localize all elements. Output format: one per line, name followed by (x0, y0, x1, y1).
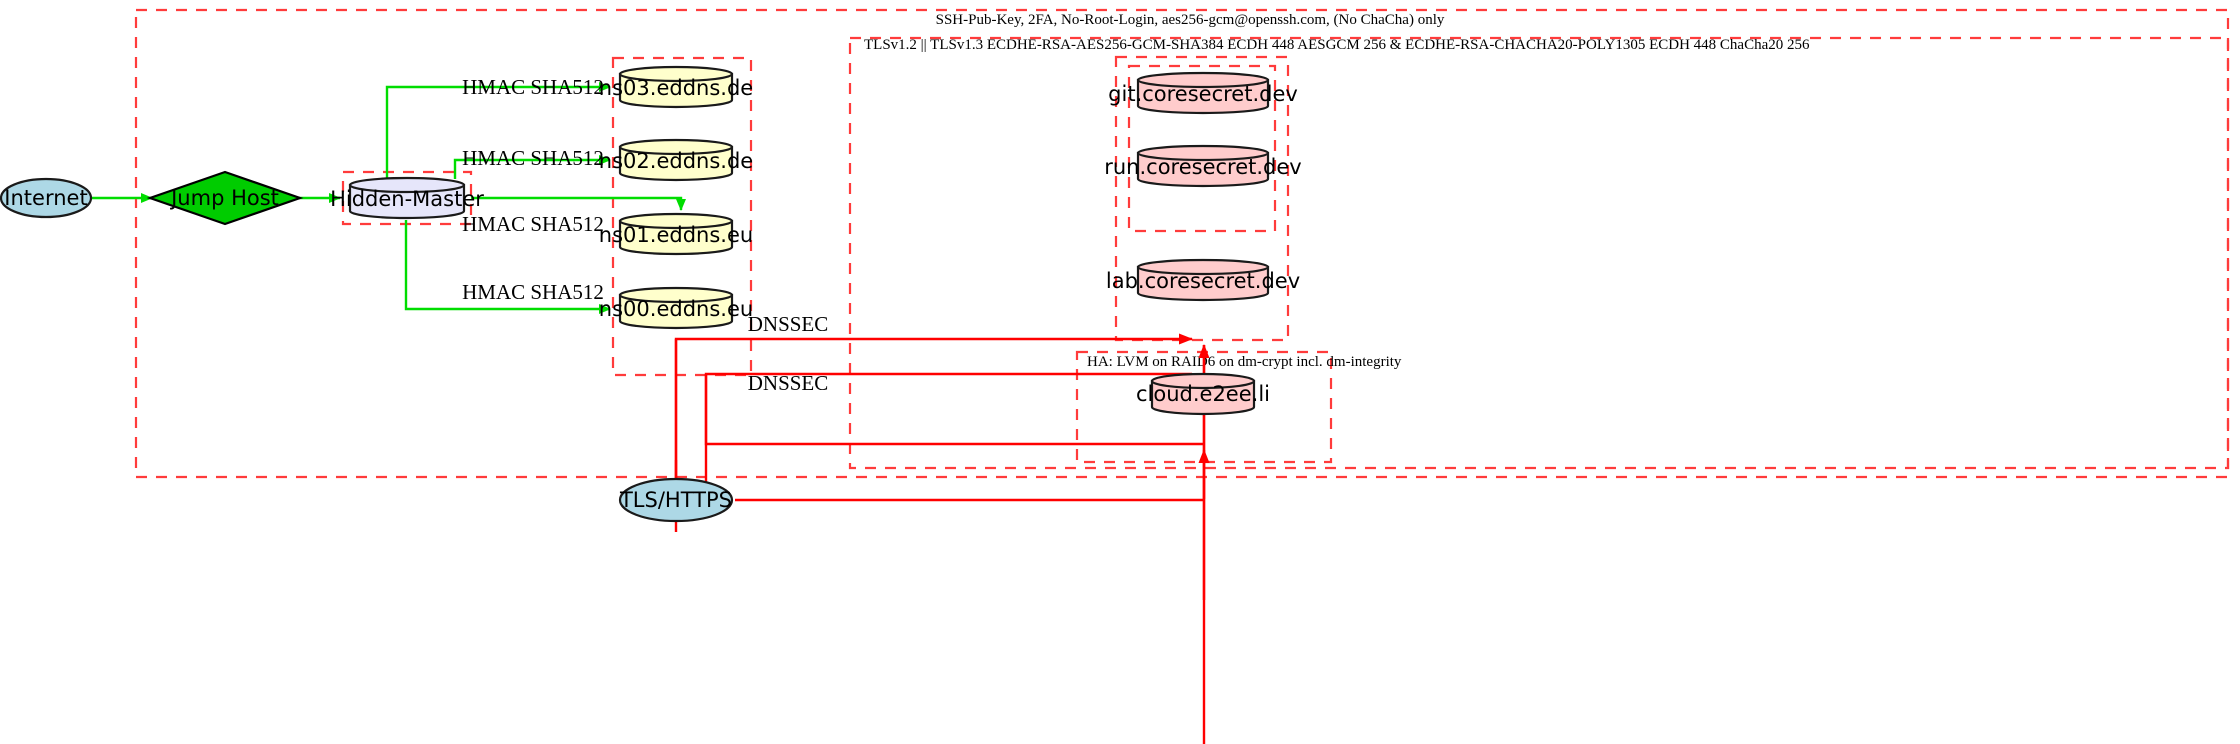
cluster-nameservers (611, 56, 753, 377)
node-cloud-e2ee[interactable]: cloud.e2ee.li (1136, 372, 1270, 416)
edge-label-hmac-ns03: HMAC SHA512 (462, 75, 604, 99)
edge-hidden-master-to-ns01 (471, 196, 686, 211)
edge-hidden-master-to-ns03 (385, 82, 611, 180)
node-git-coresecret[interactable]: git.coresecret.dev (1108, 71, 1298, 115)
node-ns01[interactable]: ns01.eddns.eu (599, 212, 753, 256)
cluster-coresecret-inner (1127, 64, 1277, 233)
edge-hidden-master-to-ns00 (404, 220, 611, 314)
node-internet[interactable]: Internet (0, 177, 93, 219)
node-ns02[interactable]: ns02.eddns.de (599, 138, 753, 182)
node-run-coresecret[interactable]: run.coresecret.dev (1104, 144, 1302, 188)
cluster-coresecret (1114, 55, 1290, 342)
node-cloud-e2ee-label: cloud.e2ee.li (1136, 382, 1270, 406)
edge-dnssec-lower (704, 374, 1205, 446)
edge-hidden-master-to-ns02 (453, 155, 611, 179)
edge-label-hmac-ns02: HMAC SHA512 (462, 146, 604, 170)
node-internet-label: Internet (4, 186, 87, 210)
cluster-tls (848, 36, 2230, 470)
cluster-ha-label: HA: LVM on RAID6 on dm-crypt incl. dm-in… (1087, 354, 1402, 370)
edge-label-dnssec-upper: DNSSEC (748, 312, 829, 336)
edge-label-hmac-ns00: HMAC SHA512 (462, 280, 604, 304)
node-git-coresecret-label: git.coresecret.dev (1108, 82, 1298, 106)
cluster-ssh-label: SSH-Pub-Key, 2FA, No-Root-Login, aes256-… (936, 12, 1445, 28)
node-ns03[interactable]: ns03.eddns.de (599, 65, 753, 109)
node-jump-host[interactable]: Jump Host (146, 170, 304, 226)
node-ns01-label: ns01.eddns.eu (599, 223, 753, 247)
node-tls-https-label: TLS/HTTPS (619, 488, 732, 512)
edge-label-hmac-ns01: HMAC SHA512 (462, 212, 604, 236)
node-ns00[interactable]: ns00.eddns.eu (599, 286, 753, 330)
node-hidden-master-label: Hidden-Master (330, 187, 484, 211)
node-tls-https[interactable]: TLS/HTTPS (618, 477, 734, 523)
node-lab-coresecret-label: lab.coresecret.dev (1106, 269, 1300, 293)
node-hidden-master[interactable]: Hidden-Master (330, 176, 484, 220)
node-ns02-label: ns02.eddns.de (599, 149, 753, 173)
node-run-coresecret-label: run.coresecret.dev (1104, 155, 1302, 179)
node-jump-host-label: Jump Host (169, 186, 279, 210)
edge-label-dnssec-lower: DNSSEC (748, 371, 829, 395)
cluster-tls-label: TLSv1.2 || TLSv1.3 ECDHE-RSA-AES256-GCM-… (864, 37, 1810, 53)
node-ns03-label: ns03.eddns.de (599, 76, 753, 100)
node-ns00-label: ns00.eddns.eu (599, 297, 753, 321)
node-lab-coresecret[interactable]: lab.coresecret.dev (1106, 258, 1300, 302)
